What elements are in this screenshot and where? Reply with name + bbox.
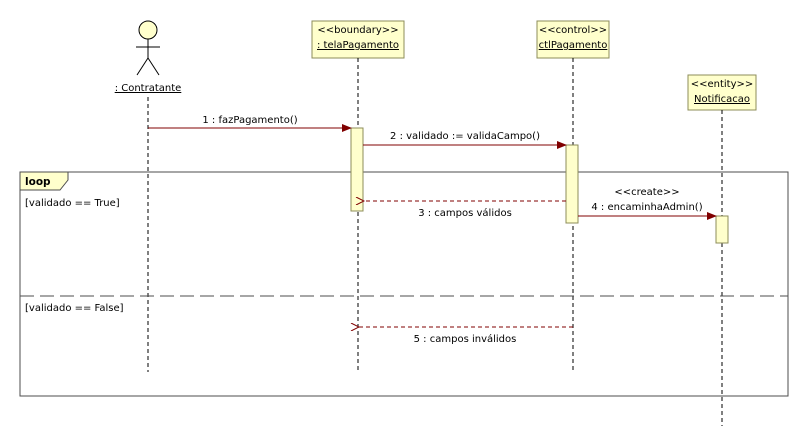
lifeline-tela-pagamento[interactable]: <<boundary>> : telaPagamento: [311, 20, 405, 59]
lifeline-head-box: [536, 20, 610, 59]
lifeline-stereotype: <<entity>>: [691, 79, 754, 90]
lifeline-name: : telaPagamento: [317, 40, 399, 51]
message-1[interactable]: 1 : fazPagamento(): [148, 115, 352, 132]
activation-bar-notif: [715, 215, 729, 244]
message-label: 4 : encaminhaAdmin(): [591, 202, 702, 213]
message-4[interactable]: <<create>> 4 : encaminhaAdmin(): [578, 187, 717, 220]
fragment-operator-tab: [19, 171, 69, 191]
lifeline-ctl-pagamento[interactable]: <<control>> ctlPagamento: [536, 20, 610, 59]
lifeline-head-box: [311, 20, 405, 59]
activation-bar-ctl: [565, 144, 579, 224]
lifeline-head-box: [687, 74, 757, 111]
message-stereotype: <<create>>: [614, 187, 679, 198]
fragment-operator-label: loop: [25, 176, 51, 188]
actor-contratante[interactable]: : Contratante: [115, 20, 182, 94]
actor-label: : Contratante: [115, 83, 182, 94]
message-label: 1 : fazPagamento(): [202, 115, 297, 126]
lifeline-stereotype: <<control>>: [539, 25, 607, 36]
stick-figure-actor-icon: [136, 20, 160, 76]
guard-false: [validado == False]: [25, 303, 124, 314]
message-label: 3 : campos válidos: [418, 207, 512, 219]
lifeline-stereotype: <<boundary>>: [317, 25, 398, 36]
lifeline-name: Notificacao: [694, 94, 750, 105]
loop-fragment[interactable]: loop [validado == True] [validado == Fal…: [19, 171, 789, 397]
guard-true: [validado == True]: [25, 198, 120, 209]
message-label: 5 : campos inválidos: [414, 333, 517, 345]
message-5[interactable]: 5 : campos inválidos: [359, 327, 573, 345]
lifeline-name: ctlPagamento: [539, 40, 608, 51]
message-2[interactable]: 2 : validado := validaCampo(): [363, 131, 567, 149]
message-3[interactable]: 3 : campos válidos: [364, 201, 566, 219]
activation-bar-tela: [350, 127, 364, 212]
message-label: 2 : validado := validaCampo(): [390, 131, 540, 142]
fragment-frame: [19, 171, 789, 397]
lifeline-notificacao[interactable]: <<entity>> Notificacao: [687, 74, 757, 111]
